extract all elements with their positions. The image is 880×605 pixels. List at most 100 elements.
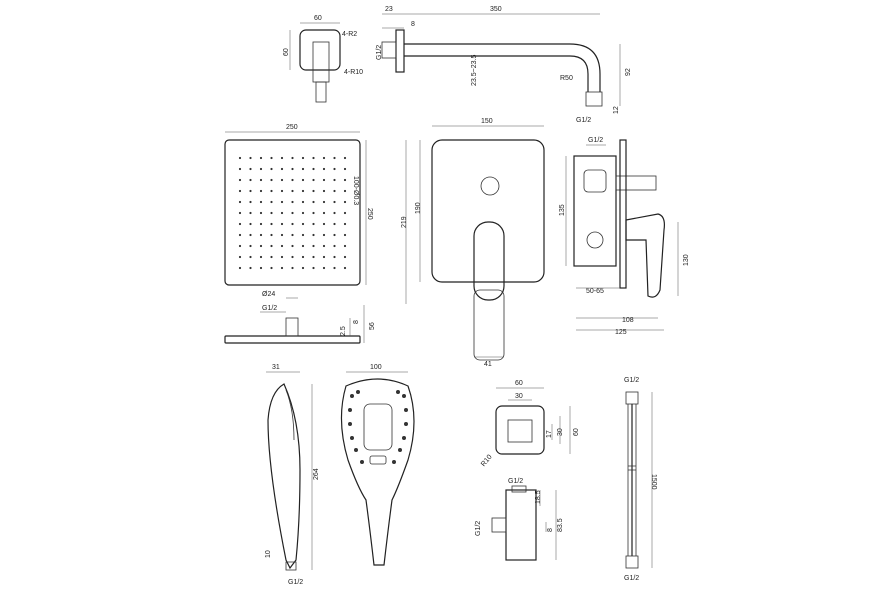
mixer-front-depth: 41 (484, 361, 492, 368)
nozzle-dot (249, 189, 252, 193)
nozzle-dot (280, 233, 284, 237)
arm-diameter: 23.5~23.5 (471, 55, 478, 86)
nozzle-dot (249, 211, 252, 215)
nozzle-dot (270, 233, 273, 237)
mixer-front-drawing: 150 219 190 41 (401, 118, 545, 368)
hand-nozzle-dot (350, 436, 354, 440)
nozzle-dot (238, 156, 242, 160)
arm-thread: G1/2 (376, 45, 383, 60)
nozzle-dot (259, 178, 263, 182)
mixer-front-width: 150 (481, 118, 493, 125)
nozzle-dot (259, 255, 263, 259)
hand-front-width: 100 (370, 364, 382, 371)
nozzle-dot (249, 244, 252, 248)
mixer-side-dim-1: 135 (559, 204, 566, 216)
nozzle-dot (301, 266, 305, 270)
nozzle-dot (322, 156, 326, 160)
nozzle-dot (238, 266, 242, 270)
nozzle-dot (312, 167, 315, 171)
nozzle-dot (322, 211, 326, 215)
nozzle-dot (333, 244, 336, 248)
nozzle-dot (343, 266, 347, 270)
nozzle-dot (238, 200, 242, 204)
nozzle-dot (238, 189, 242, 193)
wall-connector-drawing: 60 60 4-R2 4-R10 (283, 15, 363, 103)
nozzle-dot (322, 244, 326, 248)
nozzle-dot (280, 178, 284, 182)
nozzle-dot (301, 189, 305, 193)
mixer-side-dim-4: 108 (622, 317, 634, 324)
nozzle-dot (238, 255, 242, 259)
nozzle-dot (333, 178, 336, 182)
outlet-side-thread: G1/2 (508, 478, 523, 485)
nozzle-dot (312, 266, 315, 270)
nozzle-dot (343, 156, 347, 160)
nozzle-dot (333, 266, 336, 270)
nozzle-dot (249, 156, 252, 160)
nozzle-dot (343, 255, 347, 259)
hand-nozzle-dot (348, 408, 352, 412)
outlet-front-h3: 60 (573, 428, 580, 436)
overhead-side-drawing: Ø24 G1/2 8 2.5 56 (224, 291, 376, 344)
nozzle-dot (280, 255, 284, 259)
mixer-side-drawing: G1/2 135 130 50-65 108 125 (559, 137, 690, 336)
nozzle-dot (259, 167, 263, 171)
nozzle-dot (280, 222, 284, 226)
outlet-front-width-2: 30 (515, 393, 523, 400)
nozzle-dot (312, 211, 315, 215)
nozzle-dot (343, 167, 347, 171)
nozzle-dot (259, 211, 263, 215)
hand-side-height: 264 (313, 468, 320, 480)
outlet-side-d1: 18.5 (535, 490, 542, 504)
nozzle-dot (280, 189, 284, 193)
nozzle-dot (249, 200, 252, 204)
nozzle-dot (333, 167, 336, 171)
mixer-side-dim-2: 130 (683, 254, 690, 266)
hand-nozzle-dot (398, 448, 402, 452)
wall-connector-width: 60 (314, 15, 322, 22)
outlet-front-drawing: 60 30 17 30 60 R10 (480, 380, 580, 468)
nozzle-dot (291, 156, 294, 160)
outlet-front-h2: 30 (557, 428, 564, 436)
nozzle-dot (333, 222, 336, 226)
arm-length-3: 8 (411, 21, 415, 28)
hand-nozzle-dot (404, 422, 408, 426)
hand-shower-side-drawing: 31 264 10 G1/2 (265, 364, 320, 586)
nozzle-dot (301, 156, 305, 160)
nozzle-dot (280, 266, 284, 270)
arm-thread-2: G1/2 (576, 117, 591, 124)
overhead-height: 250 (366, 208, 373, 220)
mixer-side-dim-5: 125 (615, 329, 627, 336)
nozzle-dot (301, 211, 305, 215)
hand-nozzle-dot (402, 436, 406, 440)
nozzle-dot (270, 222, 273, 226)
nozzle-dot (270, 178, 273, 182)
hand-nozzle-dot (350, 394, 354, 398)
nozzle-dot (238, 233, 242, 237)
nozzle-dot (301, 244, 305, 248)
hand-side-dim: 10 (265, 550, 272, 558)
nozzle-dot (270, 189, 273, 193)
nozzle-dot (270, 156, 273, 160)
nozzle-dot (322, 222, 326, 226)
wall-connector-radius-1: 4-R2 (342, 31, 357, 38)
shower-arm-drawing: 23 350 8 G1/2 23.5~23.5 R50 92 12 G1/2 (376, 6, 632, 124)
nozzle-dot (322, 200, 326, 204)
nozzle-dot (301, 200, 305, 204)
nozzle-dot (238, 178, 242, 182)
outlet-front-h1: 17 (546, 430, 553, 438)
nozzle-dot (259, 233, 263, 237)
nozzle-dot (280, 200, 284, 204)
arm-length-2: 350 (490, 6, 502, 13)
nozzle-dot (249, 178, 252, 182)
hand-nozzle-dot (354, 448, 358, 452)
overhead-nozzle-grid (238, 156, 347, 270)
nozzle-dot (280, 167, 284, 171)
nozzle-dot (291, 189, 294, 193)
nozzle-dot (270, 266, 273, 270)
nozzle-dot (291, 200, 294, 204)
nozzle-dot (249, 266, 252, 270)
hand-shower-nozzles (348, 390, 408, 464)
arm-length-1: 23 (385, 6, 393, 13)
hose-drawing: G1/2 1500 G1/2 (624, 377, 657, 582)
